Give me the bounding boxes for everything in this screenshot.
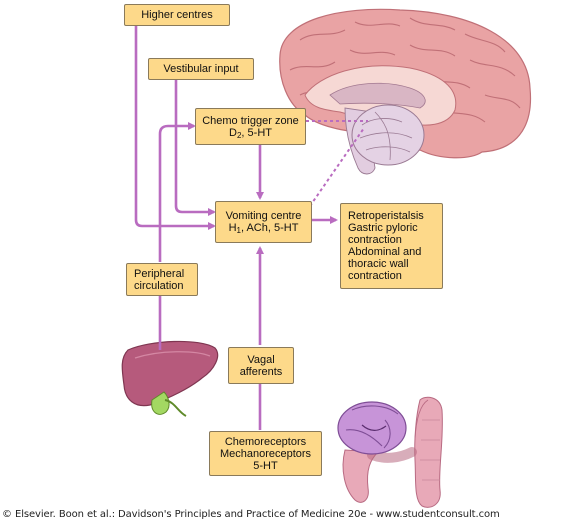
ctz-line1: Chemo trigger zone [202, 114, 299, 127]
response-line: Gastric pyloric [348, 222, 418, 234]
vomiting-centre-line2: H1, ACh, 5-HT [228, 222, 299, 235]
peripheral-circulation-line2: circulation [134, 279, 184, 292]
peripheral-circulation-box: Peripheral circulation [126, 263, 198, 296]
peripheral-circulation-line1: Peripheral [134, 267, 185, 280]
copyright-footer: © Elsevier. Boon et al.: Davidson's Prin… [2, 509, 500, 520]
response-line: Abdominal and [348, 246, 422, 258]
vomiting-centre-box: Vomiting centre H1, ACh, 5-HT [215, 201, 312, 243]
response-line: thoracic wall [348, 258, 409, 270]
intestine-illustration [337, 396, 443, 508]
arrow-vestibular-to-vomiting-centre [174, 80, 216, 216]
vagal-afferents-line2: afferents [239, 365, 283, 378]
arrow-peripheral-circulation-to-ctz [158, 122, 196, 262]
response-line: contraction [348, 270, 402, 282]
higher-centres-label: Higher centres [141, 9, 213, 21]
response-line: Retroperistalsis [348, 210, 424, 222]
liver-illustration [121, 340, 219, 417]
brain-illustration [279, 8, 532, 175]
responses-box: Retroperistalsis Gastric pyloric contrac… [340, 203, 443, 289]
receptors-line1: Chemoreceptors [224, 435, 307, 448]
receptors-line2: Mechanoreceptors [219, 447, 312, 460]
chemo-trigger-zone-box: Chemo trigger zone D2, 5-HT [195, 108, 306, 145]
vomiting-centre-line1: Vomiting centre [225, 210, 302, 222]
arrow-higher-centres-to-vomiting-centre [134, 26, 216, 230]
vagal-afferents-box: Vagal afferents [228, 347, 294, 384]
vestibular-input-box: Vestibular input [148, 58, 254, 80]
receptors-line3: 5-HT [253, 459, 278, 472]
ctz-line2: D2, 5-HT [229, 126, 272, 140]
vestibular-input-label: Vestibular input [163, 63, 239, 75]
receptors-box: Chemoreceptors Mechanoreceptors 5-HT [209, 431, 322, 476]
vagal-afferents-line1: Vagal [247, 353, 275, 366]
response-line: contraction [348, 234, 402, 246]
dotted-line-vomiting-centre-to-brain [309, 127, 365, 207]
higher-centres-box: Higher centres [124, 4, 230, 26]
